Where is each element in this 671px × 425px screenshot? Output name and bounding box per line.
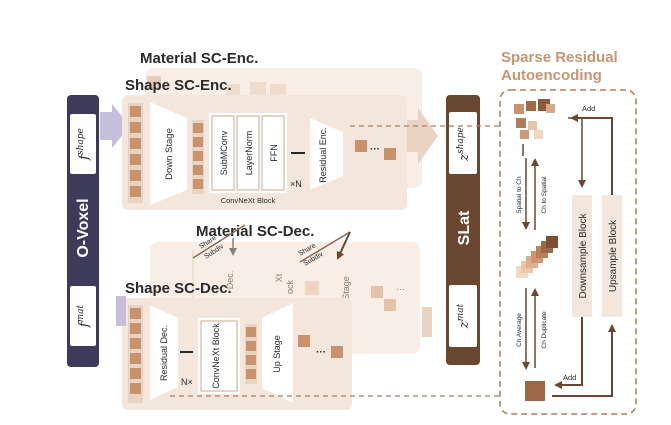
material-enc-title: Material SC-Enc. xyxy=(140,50,258,67)
residual-dec-label: Residual Dec. xyxy=(159,325,169,381)
svg-text:zshape: zshape xyxy=(456,127,472,162)
times-n-label: ×N xyxy=(290,179,302,189)
o-voxel-label: O-Voxel xyxy=(75,198,92,257)
svg-text:zmat: zmat xyxy=(456,303,472,329)
input-arrow-shape xyxy=(100,104,130,148)
upsample-block xyxy=(602,195,622,317)
ch-average-label: Ch Average xyxy=(516,313,523,347)
ghost-dec-label: Dec. xyxy=(225,271,235,290)
svg-text:fmat: fmat xyxy=(76,304,92,328)
upsample-block-label: Upsample Block xyxy=(608,219,619,292)
sparse-residual-panel xyxy=(499,89,637,415)
z-mat-label: zmat xyxy=(456,303,472,329)
sparse-title-line1: Sparse Residual xyxy=(501,49,618,66)
ch-duplicate-label: Ch Duplicate xyxy=(541,311,548,349)
slat-label: SLat xyxy=(456,210,473,245)
shape-dec-title: Shape SC-Dec. xyxy=(125,280,232,297)
f-shape-label: fshape xyxy=(76,128,92,161)
downsample-add-bottom-arrow xyxy=(554,317,583,389)
shape-encoder-panel xyxy=(122,95,407,210)
sparse-title-line2: Autoencoding xyxy=(501,67,602,84)
subdiv-arrow-right xyxy=(336,231,351,260)
material-dec-title: Material SC-Dec. xyxy=(196,223,314,240)
shape-enc-title: Shape SC-Enc. xyxy=(125,77,232,94)
mat-dec-ellipsis: ··· xyxy=(396,284,405,294)
top-to-downsample-arrow xyxy=(568,117,586,188)
z-shape-label: zshape xyxy=(456,127,472,162)
downsample-block-label: Downsample Block xyxy=(578,212,589,298)
enc-to-slat-arrow xyxy=(407,108,438,164)
bottom-token xyxy=(525,381,545,401)
add-bottom-label: Add xyxy=(563,373,576,382)
up-stage-label: Up Stage xyxy=(272,335,282,373)
ghost-ock-label: ock xyxy=(285,280,295,295)
slat-box xyxy=(446,95,480,365)
convnext-block-v-label: ConvNeXt Block xyxy=(211,323,221,389)
middle-token-stack xyxy=(516,236,558,278)
bottom-to-upsample-arrow xyxy=(552,324,616,397)
ch-to-spatial-label: Ch to Spatial xyxy=(541,176,548,214)
dec-ellipsis: ··· xyxy=(316,347,326,358)
spatial-to-ch-label: Spatial to Ch xyxy=(516,176,523,214)
downsample-block xyxy=(572,195,592,317)
submconv-label: SubMConv xyxy=(219,130,229,175)
output-arrow-stub xyxy=(116,296,126,326)
o-voxel-box xyxy=(67,95,99,367)
add-top-label: Add xyxy=(582,104,595,113)
top-token-cluster xyxy=(514,99,555,139)
share-arrow-left xyxy=(192,224,246,259)
svg-text:fshape: fshape xyxy=(76,128,92,161)
ghost-xt-label: Xt xyxy=(274,273,284,282)
down-stage-label: Down Stage xyxy=(164,128,175,180)
shape-decoder-panel xyxy=(122,298,352,410)
residual-enc-label: Residual Enc. xyxy=(318,127,328,183)
ffn-label: FFN xyxy=(269,144,279,162)
upsample-add-top-arrow xyxy=(570,114,613,195)
convnext-block-label: ConvNeXt Block xyxy=(221,196,276,205)
slat-to-mat-dec-arrow xyxy=(422,307,432,337)
ghost-stage-label: Stage xyxy=(341,276,351,300)
enc-ellipsis: ··· xyxy=(370,144,380,155)
f-mat-label: fmat xyxy=(76,304,92,328)
layernorm-label: LayerNorm xyxy=(244,131,254,176)
n-times-label: N× xyxy=(181,377,193,387)
share-arrow-right xyxy=(299,231,351,263)
